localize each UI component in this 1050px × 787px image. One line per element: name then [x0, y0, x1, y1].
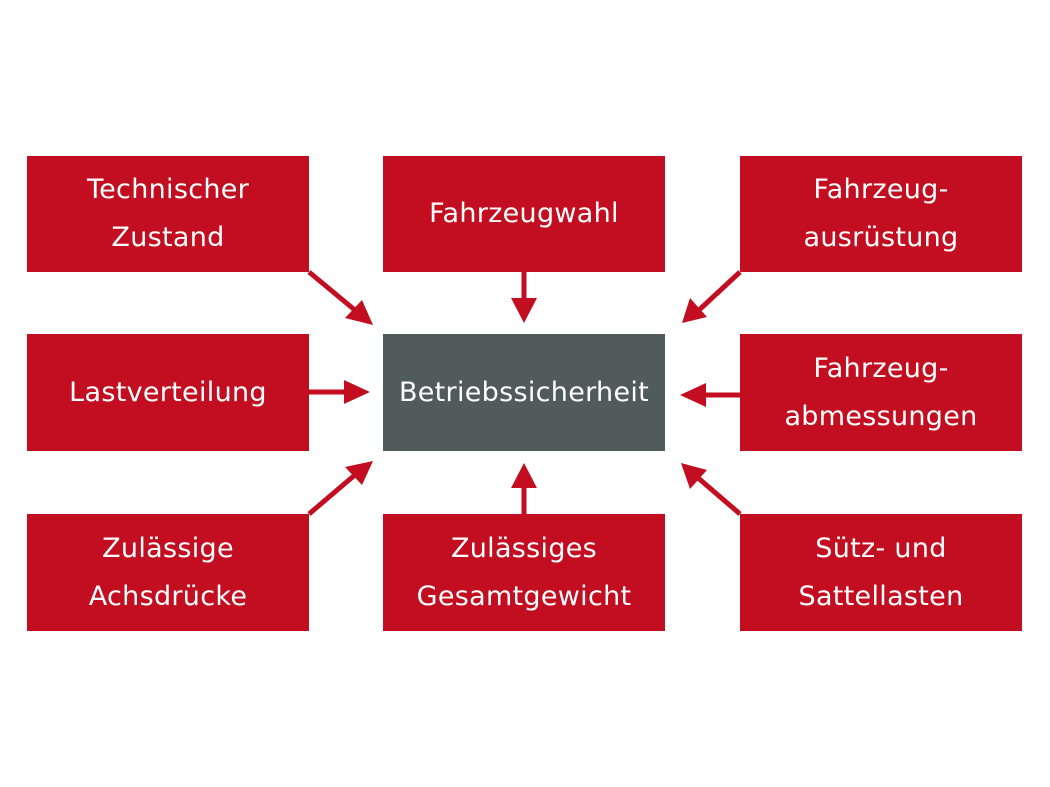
factor-label-line: abmessungen	[784, 400, 978, 432]
factor-label-line: Achsdrücke	[88, 580, 248, 612]
factor-label-line: Fahrzeug-	[813, 174, 949, 205]
factor-stuetz-und-sattellasten: Sütz- und Sattellasten	[740, 514, 1022, 631]
factor-label-line: Sattellasten	[798, 580, 964, 612]
arrow-bottom-center	[511, 463, 537, 514]
factor-label-line: Gesamtgewicht	[416, 580, 632, 612]
factor-label-line: Zustand	[111, 222, 225, 253]
factor-fahrzeugabmessungen: Fahrzeug- abmessungen	[740, 334, 1022, 451]
arrow-bottom-right	[681, 463, 742, 516]
factor-label-line: Zulässiges	[450, 532, 598, 564]
arrow-middle-right	[680, 383, 740, 407]
arrow-top-center	[511, 272, 537, 323]
central-node-betriebssicherheit: Betriebssicherheit	[383, 334, 665, 451]
central-label: Betriebssicherheit	[398, 376, 650, 408]
arrow-top-left	[307, 270, 373, 325]
factor-technischer-zustand: Technischer Zustand	[27, 156, 309, 272]
factor-label-line: Zulässige	[102, 532, 234, 564]
arrow-bottom-left	[307, 461, 373, 516]
factor-label-line: Sütz- und	[815, 532, 947, 564]
factor-lastverteilung: Lastverteilung	[27, 334, 309, 451]
factor-fahrzeugwahl: Fahrzeugwahl	[383, 156, 665, 272]
factor-label-line: Fahrzeugwahl	[429, 198, 619, 229]
factor-label-line: Fahrzeug-	[813, 352, 949, 384]
arrow-top-right	[682, 270, 742, 323]
arrow-middle-left	[309, 380, 370, 404]
factor-zulaessiges-gesamtgewicht: Zulässiges Gesamtgewicht	[383, 514, 665, 631]
factor-fahrzeugausruestung: Fahrzeug- ausrüstung	[740, 156, 1022, 272]
factor-label-line: Lastverteilung	[69, 376, 267, 408]
factor-zulaessige-achsdruecke: Zulässige Achsdrücke	[27, 514, 309, 631]
factor-label-line: Technischer	[86, 174, 250, 205]
factor-label-line: ausrüstung	[803, 222, 959, 253]
